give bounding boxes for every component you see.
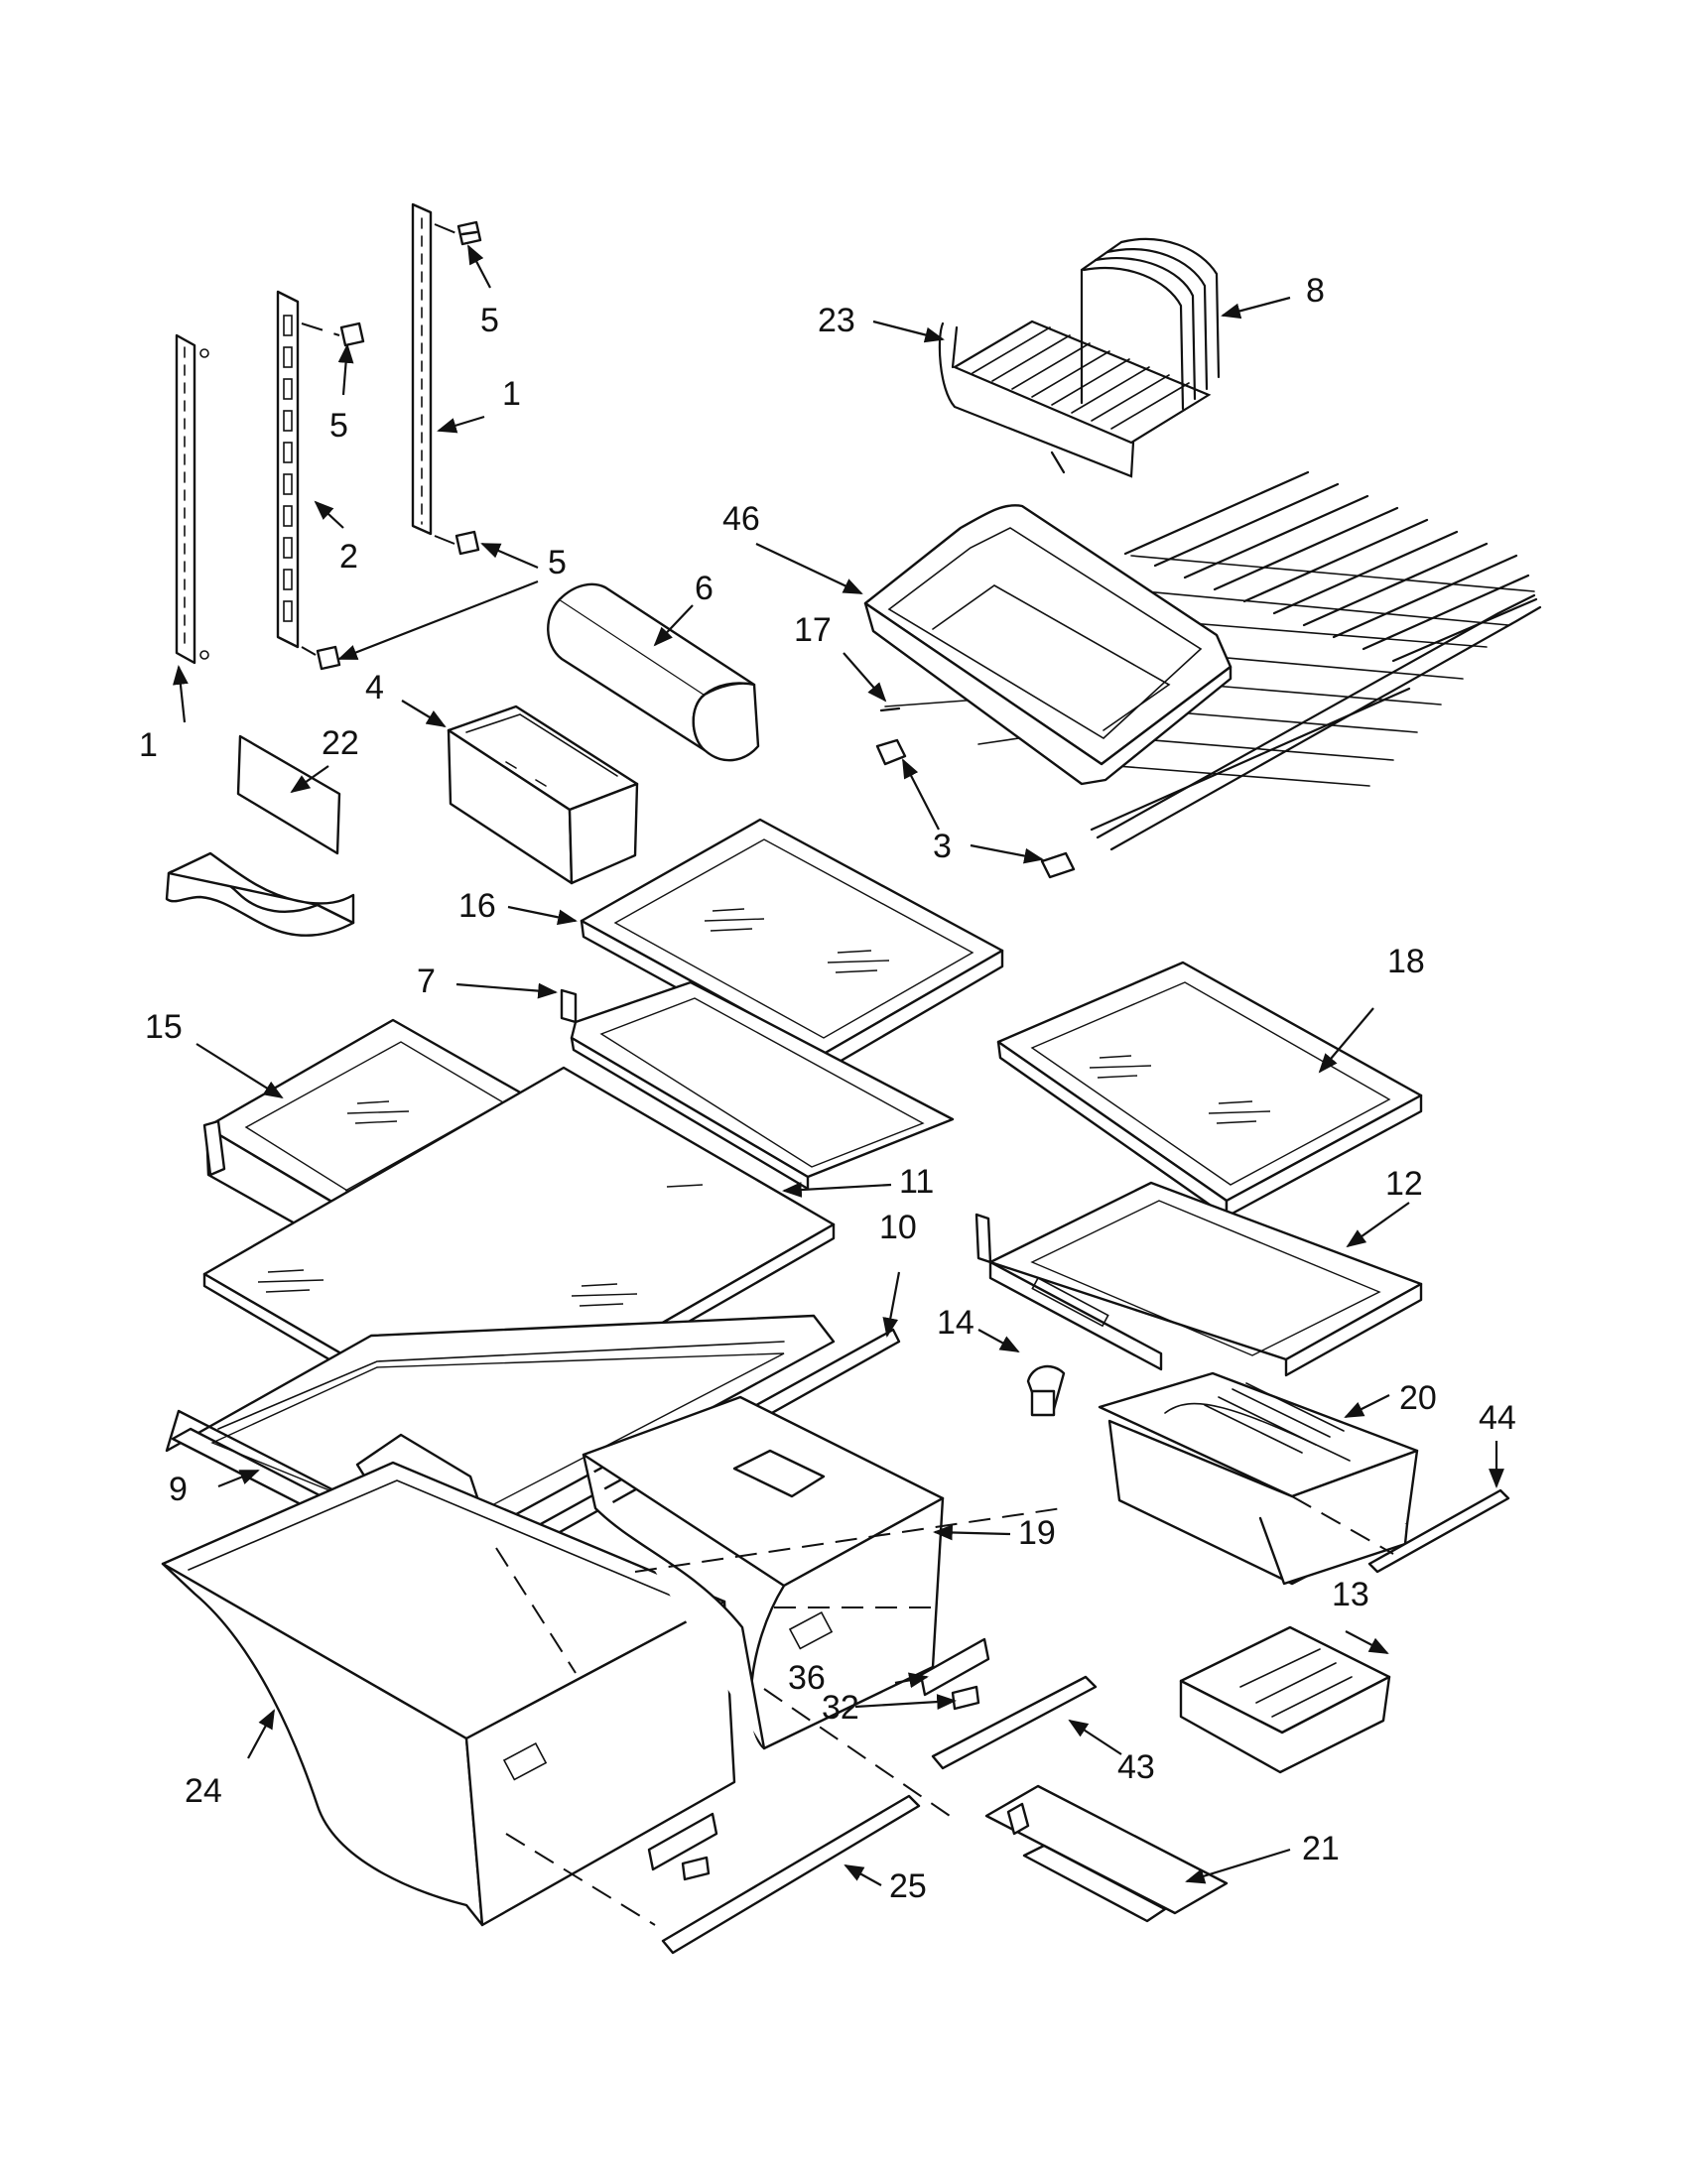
callout-1-left: 1	[139, 726, 158, 764]
part-5-screw-top[interactable]	[434, 220, 482, 246]
callout-7: 7	[417, 963, 436, 1000]
part-24-crisper-drawer-left[interactable]	[161, 1461, 736, 1927]
callout-36: 36	[788, 1659, 826, 1697]
part-21-drawer-slide-assembly[interactable]	[984, 1784, 1229, 1923]
callout-18: 18	[1387, 943, 1425, 980]
part-43-drawer-rail[interactable]	[931, 1675, 1098, 1770]
part-1-shelf-ladder-left[interactable]	[175, 333, 209, 665]
part-5-screw-lower[interactable]	[434, 530, 480, 556]
callout-3: 3	[933, 828, 952, 865]
part-44-drawer-trim[interactable]	[1367, 1488, 1510, 1574]
part-22-can-holder[interactable]	[165, 734, 355, 937]
part-13-meat-pan-tray[interactable]	[1179, 1625, 1391, 1774]
part-46-deli-bin[interactable]	[863, 504, 1233, 786]
part-12-shelf-frame[interactable]	[974, 1181, 1423, 1377]
callout-4: 4	[365, 669, 384, 707]
callout-5-lower: 5	[548, 544, 567, 581]
dashed-guide-lines	[495, 1495, 1394, 1926]
part-5-screw-bottom[interactable]	[301, 645, 341, 671]
part-7-shelf-frame[interactable]	[560, 980, 955, 1191]
callout-19: 19	[1018, 1514, 1056, 1552]
callout-6: 6	[695, 570, 714, 607]
part-5-screw-middle[interactable]	[301, 321, 365, 347]
callout-14: 14	[937, 1304, 974, 1342]
callout-17: 17	[794, 611, 832, 649]
leader-arrows	[173, 244, 1504, 1886]
part-23-wire-basket-rack[interactable]	[938, 320, 1212, 478]
part-32-drawer-stop-upper[interactable]	[951, 1685, 980, 1711]
callout-21: 21	[1302, 1830, 1340, 1867]
callout-5-middle: 5	[329, 407, 348, 445]
callout-22: 22	[322, 724, 359, 762]
callout-5-top: 5	[480, 302, 499, 339]
part-4-storage-bin[interactable]	[447, 705, 639, 885]
part-1-shelf-ladder-right[interactable]	[411, 202, 433, 536]
callout-10: 10	[879, 1209, 917, 1246]
part-2-slotted-shelf-rail[interactable]	[276, 290, 300, 649]
part-17-shelf-pin[interactable]	[879, 707, 901, 712]
callout-16: 16	[458, 887, 496, 925]
callout-25: 25	[889, 1867, 927, 1905]
part-32-drawer-stop-lower[interactable]	[681, 1856, 711, 1881]
callout-46: 46	[722, 500, 760, 538]
callout-23: 23	[818, 302, 855, 339]
callout-11: 11	[899, 1163, 934, 1201]
part-36-drawer-slide-upper[interactable]	[919, 1637, 990, 1697]
callout-20: 20	[1399, 1379, 1437, 1417]
callout-44: 44	[1479, 1399, 1516, 1437]
callout-43: 43	[1117, 1748, 1155, 1786]
part-20-deli-drawer[interactable]	[1098, 1371, 1419, 1586]
part-25-drawer-rail[interactable]	[661, 1794, 921, 1955]
callout-2: 2	[339, 538, 358, 576]
callout-8: 8	[1306, 272, 1325, 310]
callout-1-right: 1	[502, 375, 521, 413]
callout-labels: 1 1 2 3 4 5 5 5 6 7 8 9 10 11 12 13 14 1…	[139, 272, 1516, 1905]
callout-15: 15	[145, 1008, 183, 1046]
part-3-shelf-stop-upper[interactable]	[875, 738, 907, 766]
callout-9: 9	[169, 1471, 188, 1508]
callout-13: 13	[1332, 1576, 1369, 1613]
part-8-wire-basket[interactable]	[1080, 237, 1221, 411]
part-6-utility-bin-holder[interactable]	[547, 582, 760, 762]
part-18-glass-shelf[interactable]	[996, 961, 1423, 1219]
part-3-shelf-stop-lower[interactable]	[1040, 851, 1076, 879]
part-36-drawer-slide-lower[interactable]	[647, 1812, 718, 1871]
part-14-humidity-control[interactable]	[1026, 1364, 1066, 1417]
callout-12: 12	[1385, 1165, 1423, 1203]
callout-32: 32	[822, 1689, 859, 1727]
callout-24: 24	[185, 1772, 222, 1810]
